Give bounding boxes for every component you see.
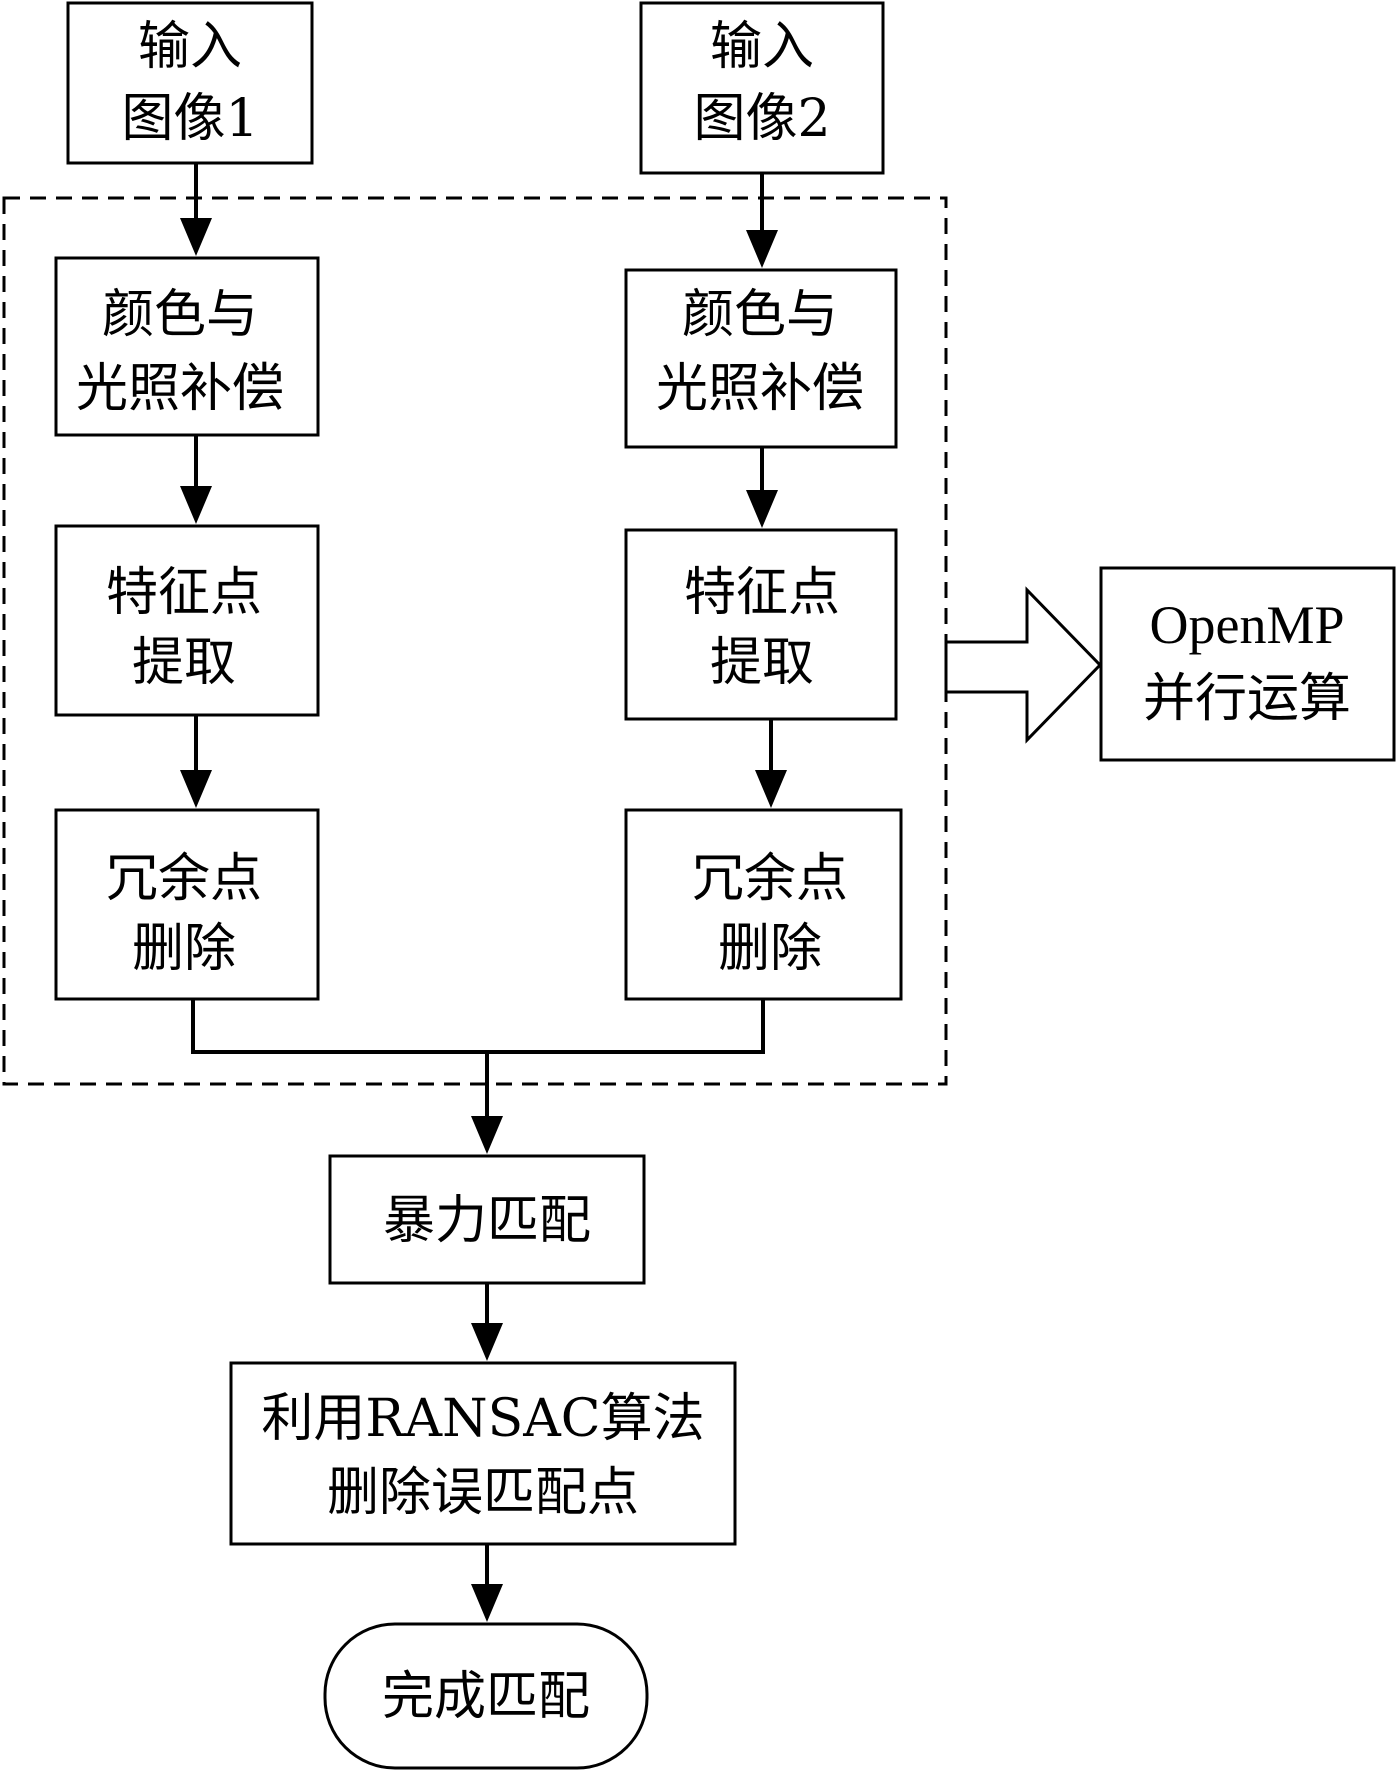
- redundant-point-removal-2-box: [624, 808, 903, 1001]
- brute-force-matching-box: [328, 1154, 646, 1285]
- arrowhead-bruteforce: [471, 1116, 503, 1154]
- color-light-compensation-2-box: [624, 268, 898, 449]
- arrowhead-ransac: [471, 1323, 503, 1361]
- openmp-label-line2: 并行运算: [1143, 669, 1351, 729]
- openmp-parallel-box: [1099, 566, 1396, 762]
- redundant-point-removal-1-box: [54, 808, 320, 1001]
- feat2-label-line1: 特征点: [684, 563, 840, 623]
- bruteforce-label: 暴力匹配: [383, 1191, 591, 1251]
- comp1-label-line1: 颜色与: [102, 285, 258, 345]
- hollow-arrow-to-openmp: [944, 586, 1103, 744]
- done-label: 完成匹配: [382, 1667, 590, 1727]
- arrowhead-feat1: [180, 486, 212, 524]
- comp1-label-line2: 光照补偿: [76, 359, 284, 419]
- redund2-label-line2: 删除: [718, 919, 822, 979]
- redund2-label-line1: 冗余点: [692, 849, 848, 909]
- comp2-label-line2: 光照补偿: [656, 359, 864, 419]
- input-image-2-label-line2: 图像2: [693, 89, 830, 149]
- redund1-label-line2: 删除: [132, 919, 236, 979]
- feat2-label-line2: 提取: [710, 633, 814, 693]
- feat1-label-line1: 特征点: [106, 563, 262, 623]
- ransac-removal-box: [229, 1361, 737, 1546]
- arrowhead-comp1: [180, 218, 212, 256]
- feat1-label-line2: 提取: [132, 633, 236, 693]
- feature-point-extraction-2-box: [624, 528, 898, 721]
- color-light-compensation-1-box: [54, 256, 320, 437]
- feature-point-extraction-1-box: [54, 524, 320, 717]
- comp2-label-line1: 颜色与: [682, 285, 838, 345]
- input-image-1-label-line2: 图像1: [121, 89, 258, 149]
- arrowhead-comp2: [746, 230, 778, 268]
- arrowhead-done: [471, 1584, 503, 1622]
- arrowhead-redund2: [755, 770, 787, 808]
- arrowhead-redund1: [180, 770, 212, 808]
- matching-complete-terminal: [323, 1622, 649, 1770]
- input-image-2-box: [639, 1, 885, 175]
- connector-merge: [191, 999, 765, 1054]
- openmp-label-line1: OpenMP: [1149, 595, 1344, 655]
- ransac-label-line2: 删除误匹配点: [327, 1463, 639, 1523]
- ransac-label-line1: 利用RANSAC算法: [261, 1389, 704, 1449]
- arrowhead-feat2: [746, 490, 778, 528]
- input-image-2-label-line1: 输入: [710, 17, 814, 77]
- redund1-label-line1: 冗余点: [106, 849, 262, 909]
- input-image-1-label-line1: 输入: [138, 17, 242, 77]
- input-image-1-box: [66, 1, 314, 165]
